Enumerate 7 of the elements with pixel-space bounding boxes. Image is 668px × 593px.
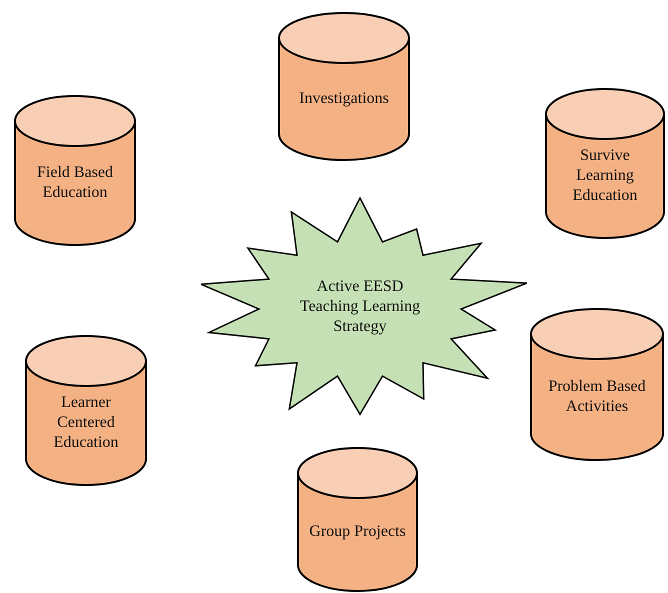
node-label: Field Based Education (36, 163, 114, 203)
node-label: Learner Centered Education (52, 393, 120, 453)
node-label: Survive Learning Education (572, 146, 638, 206)
node-label: Problem Based Activities (547, 377, 647, 417)
node-label: Group Projects (308, 522, 407, 542)
node-label: Investigations (298, 89, 390, 109)
node-label: Active EESD Teaching Learning Strategy (298, 277, 422, 337)
